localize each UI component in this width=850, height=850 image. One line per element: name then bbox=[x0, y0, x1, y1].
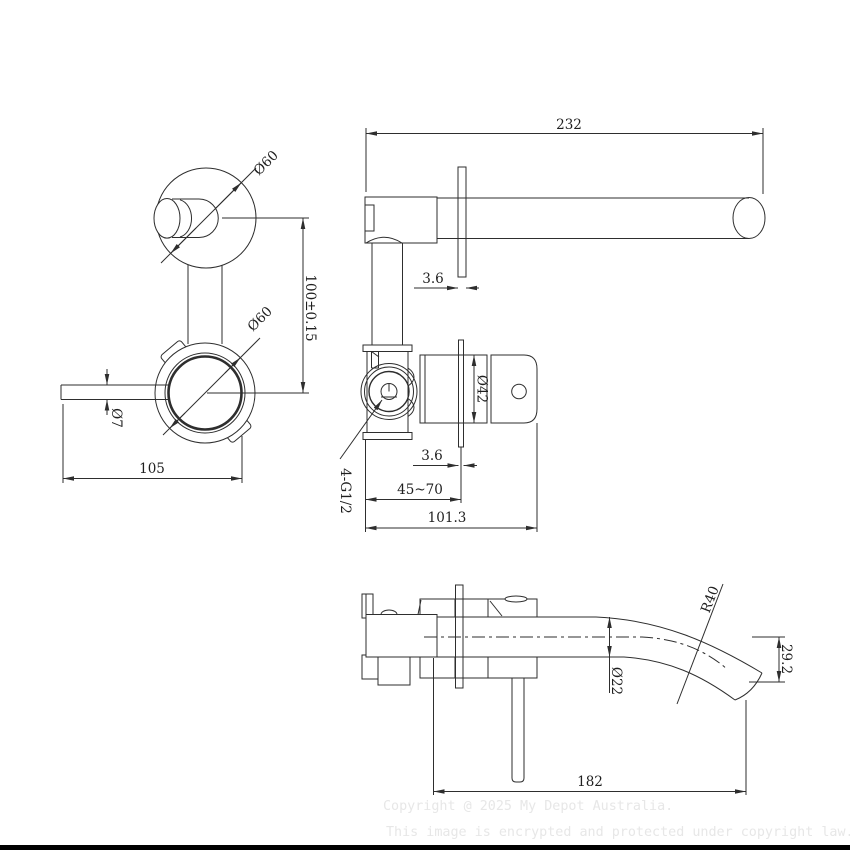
valve-top-flange bbox=[362, 344, 413, 352]
dim-spout-reach: 182 bbox=[577, 774, 603, 790]
spout-tip-ellipse bbox=[732, 197, 766, 239]
spout-body-outline bbox=[172, 198, 219, 238]
dim-dia-handle-flange: Ø60 bbox=[245, 304, 276, 335]
spout-side-view: 232 3.6 bbox=[364, 117, 766, 345]
dim-lever-length: 105 bbox=[139, 461, 165, 477]
arrow-seg bbox=[170, 227, 197, 254]
inlet-port-mid bbox=[364, 366, 414, 417]
dim-bend-radius: R40 bbox=[698, 584, 723, 615]
body-chamfer bbox=[417, 599, 422, 615]
spout-body-block bbox=[364, 196, 438, 244]
dim-dia-top-flange: Ø60 bbox=[251, 148, 282, 179]
dim-plate-thickness-top: 3.6 bbox=[422, 271, 443, 287]
dim-plate-thickness-mid: 3.6 bbox=[421, 448, 442, 464]
dim-thread-note: 4-G1/2 bbox=[337, 468, 353, 514]
block-chamfer bbox=[489, 600, 503, 617]
valve-bottom-flange bbox=[362, 432, 413, 440]
spout-curve-bottom bbox=[437, 656, 736, 701]
inlet-port-inner bbox=[368, 370, 410, 413]
spout-outlet-face bbox=[734, 672, 763, 701]
lower-body-block bbox=[377, 656, 411, 686]
front-view: Ø60 Ø60 Ø7 105 100±0.15 bbox=[60, 148, 318, 483]
bottom-side-view: R40 29.2 Ø22 182 bbox=[361, 583, 794, 795]
dim-spout-dia: Ø22 bbox=[608, 667, 624, 695]
leader-line-radius bbox=[676, 583, 724, 705]
arrow-seg bbox=[169, 412, 186, 429]
coupling-curve-upper bbox=[407, 367, 415, 387]
bracket-bottom-tab bbox=[361, 654, 379, 680]
set-screw-boss bbox=[504, 595, 528, 603]
dim-lever-dia: Ø7 bbox=[108, 408, 124, 428]
dim-body-length: 101.3 bbox=[428, 510, 467, 526]
watermark: Copyright @ 2025 My Depot Australia. Thi… bbox=[383, 799, 850, 840]
watermark-line2: This image is encrypted and protected un… bbox=[386, 825, 850, 840]
coupling-curve-lower bbox=[407, 398, 415, 417]
dim-center-distance: 100±0.15 bbox=[302, 274, 318, 341]
mixer-body-block bbox=[365, 614, 438, 658]
lower-cartridge-block bbox=[419, 656, 538, 679]
spout-ring-arc bbox=[179, 199, 192, 238]
dim-cartridge-dia: Ø42 bbox=[474, 375, 490, 403]
arrow-seg bbox=[224, 357, 241, 374]
dim-spout-length: 232 bbox=[556, 117, 582, 133]
slot-chamfer bbox=[371, 351, 380, 358]
wall-plate bbox=[455, 584, 464, 689]
cap-port-circle bbox=[511, 383, 527, 400]
dim-depth-range: 45~70 bbox=[397, 482, 443, 498]
handle-lever bbox=[511, 669, 525, 783]
inlet-port-outer bbox=[360, 363, 418, 420]
leader-line-thread bbox=[339, 399, 383, 460]
footer-bar bbox=[0, 845, 850, 850]
wall-plate bbox=[457, 166, 467, 278]
body-bend-arc bbox=[365, 236, 403, 244]
boss-arc-top bbox=[380, 609, 398, 615]
cartridge-cap bbox=[490, 354, 538, 424]
body-notch bbox=[364, 204, 375, 232]
arrow-seg bbox=[215, 182, 242, 209]
dim-outlet-drop: 29.2 bbox=[778, 644, 794, 674]
valve-side-view: Ø42 3.6 45~70 101.3 4-G1/2 bbox=[337, 339, 538, 532]
centerline bbox=[424, 636, 728, 670]
spout-end-ellipse bbox=[153, 198, 181, 239]
watermark-line1: Copyright @ 2025 My Depot Australia. bbox=[383, 799, 673, 814]
